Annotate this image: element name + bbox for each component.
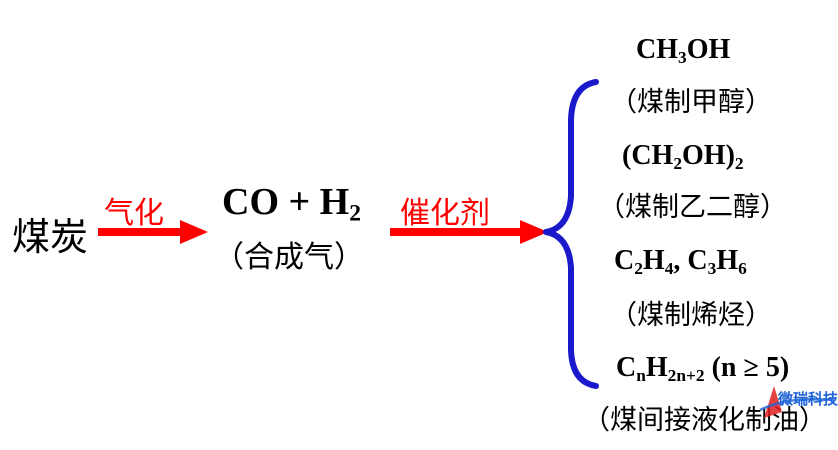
product-brace (543, 79, 599, 389)
product-olefins-name: （煤制烯烃） (610, 300, 772, 331)
arrow-gasify (98, 220, 208, 244)
watermark-logo (759, 386, 835, 418)
gasification-label: 气化 (104, 196, 164, 231)
product-liquid-fuel-name: （煤间接液化制油） (583, 405, 826, 436)
syngas-name: （合成气） (214, 240, 364, 275)
coal-label: 煤炭 (12, 215, 89, 259)
arrow-catalyst (390, 220, 548, 244)
watermark-text: 微瑞科技 (778, 390, 838, 408)
syngas-formula: CO + H2 (222, 181, 361, 227)
product-methanol-formula: CH3OH (636, 34, 731, 67)
catalyst-label: 催化剂 (400, 196, 490, 231)
product-liquid-fuel-formula: CnH2n+2 (n ≥ 5) (616, 352, 790, 385)
product-ethylene-glycol-formula: (CH2OH)2 (622, 140, 744, 173)
product-methanol-name: （煤制甲醇） (610, 87, 772, 118)
product-ethylene-glycol-name: （煤制乙二醇） (598, 192, 787, 223)
product-olefins-formula: C2H4, C3H6 (614, 245, 747, 278)
